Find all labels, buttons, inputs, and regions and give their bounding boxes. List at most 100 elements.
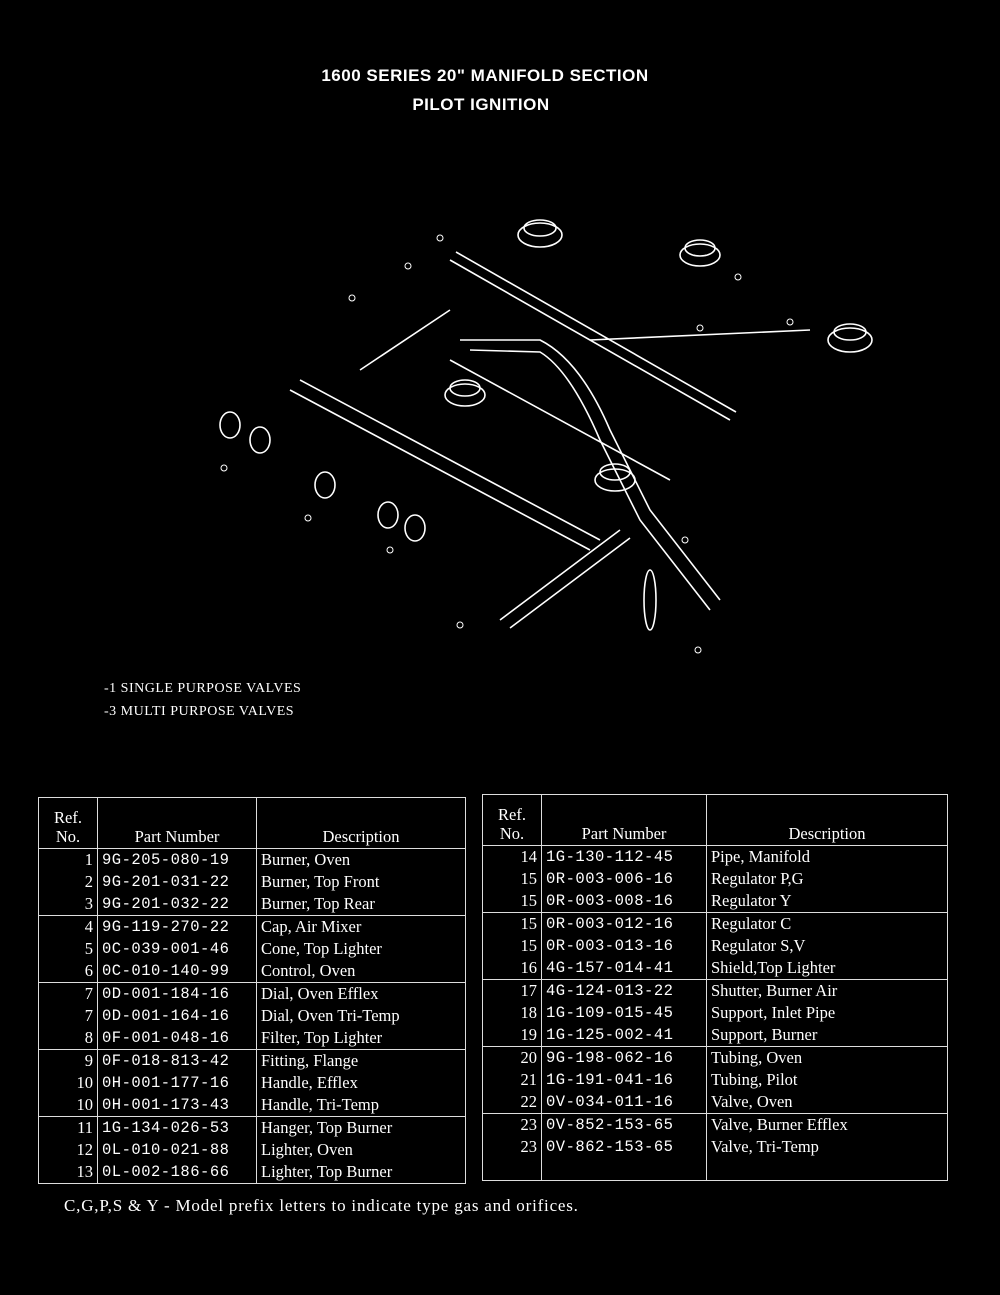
ref-cell: 15 [482,935,542,957]
ref-cell: 16 [482,957,542,980]
ref-cell: 1 [38,848,98,871]
part-number-header: Part Number [541,794,707,846]
part-number-cell: 1G-125-002-41 [541,1024,707,1047]
ref-cell: 10 [38,1094,98,1117]
description-cell: Valve, Oven [706,1091,948,1114]
part-number-cell: 0R-003-012-16 [541,912,707,935]
description-cell: Dial, Oven Tri-Temp [256,1005,466,1027]
part-number-cell: 0H-001-173-43 [97,1094,257,1117]
ref-cell: 5 [38,938,98,960]
description-cell: Pipe, Manifold [706,845,948,868]
callout-markers [220,234,794,654]
exploded-parts-diagram [219,219,873,654]
part-number-cell [541,1158,707,1181]
ref-cell: 15 [482,912,542,935]
part-number-cell: 0D-001-184-16 [97,982,257,1005]
ref-cell: 12 [38,1139,98,1161]
ref-no-header: Ref.No. [482,794,542,846]
part-number-cell: 9G-201-032-22 [97,893,257,916]
ref-cell: 6 [38,960,98,983]
description-cell: Regulator Y [706,890,948,913]
description-cell: Tubing, Pilot [706,1069,948,1091]
footer-note: C,G,P,S & Y - Model prefix letters to in… [64,1196,579,1215]
part-number-header: Part Number [97,797,257,849]
ref-cell: 15 [482,890,542,913]
ref-header-line2: No. [499,824,525,843]
part-number-cell: 0R-003-006-16 [541,868,707,890]
ref-cell: 8 [38,1027,98,1050]
description-cell: Burner, Top Rear [256,893,466,916]
part-number-cell: 0C-010-140-99 [97,960,257,983]
description-cell: Lighter, Top Burner [256,1161,466,1184]
ref-cell: 14 [482,845,542,868]
description-cell: Cap, Air Mixer [256,915,466,938]
ref-cell: 3 [38,893,98,916]
part-number-cell: 0V-862-153-65 [541,1136,707,1158]
description-cell: Support, Inlet Pipe [706,1002,948,1024]
ref-cell: 17 [482,979,542,1002]
part-number-cell: 1G-134-026-53 [97,1116,257,1139]
part-number-cell: 0L-002-186-66 [97,1161,257,1184]
part-number-cell: 9G-201-031-22 [97,871,257,893]
ref-cell: 10 [38,1072,98,1094]
table-row [482,1158,948,1181]
part-number-cell: 0F-001-048-16 [97,1027,257,1050]
ref-cell: 2 [38,871,98,893]
description-cell: Valve, Burner Efflex [706,1113,948,1136]
part-number-cell: 9G-119-270-22 [97,915,257,938]
ref-cell: 23 [482,1113,542,1136]
description-cell [706,1158,948,1181]
description-cell: Lighter, Oven [256,1139,466,1161]
part-number-cell: 0F-018-813-42 [97,1049,257,1072]
description-header: Description [256,797,466,849]
description-cell: Shutter, Burner Air [706,979,948,1002]
ref-no-header: Ref.No. [38,797,98,849]
description-cell: Regulator S,V [706,935,948,957]
part-number-cell: 0V-034-011-16 [541,1091,707,1114]
ref-cell: 4 [38,915,98,938]
ref-cell: 7 [38,1005,98,1027]
ref-header-line2: No. [55,827,81,846]
ref-cell: 21 [482,1069,542,1091]
part-number-cell: 9G-198-062-16 [541,1046,707,1069]
description-cell: Control, Oven [256,960,466,983]
part-number-cell: 9G-205-080-19 [97,848,257,871]
table-header-row: Ref.No. Part Number Description [38,797,466,849]
part-number-cell: 1G-109-015-45 [541,1002,707,1024]
description-cell: Fitting, Flange [256,1049,466,1072]
description-cell: Burner, Oven [256,848,466,871]
burner-drawings [444,219,873,492]
description-cell: Valve, Tri-Temp [706,1136,948,1158]
ref-header-line1: Ref. [498,805,526,824]
description-cell: Hanger, Top Burner [256,1116,466,1139]
description-cell: Handle, Efflex [256,1072,466,1094]
page-title: 1600 SERIES 20" MANIFOLD SECTION [321,66,649,85]
part-number-cell: 0R-003-013-16 [541,935,707,957]
part-number-cell: 0R-003-008-16 [541,890,707,913]
part-number-cell: 0H-001-177-16 [97,1072,257,1094]
part-number-cell: 4G-124-013-22 [541,979,707,1002]
description-cell: Cone, Top Lighter [256,938,466,960]
